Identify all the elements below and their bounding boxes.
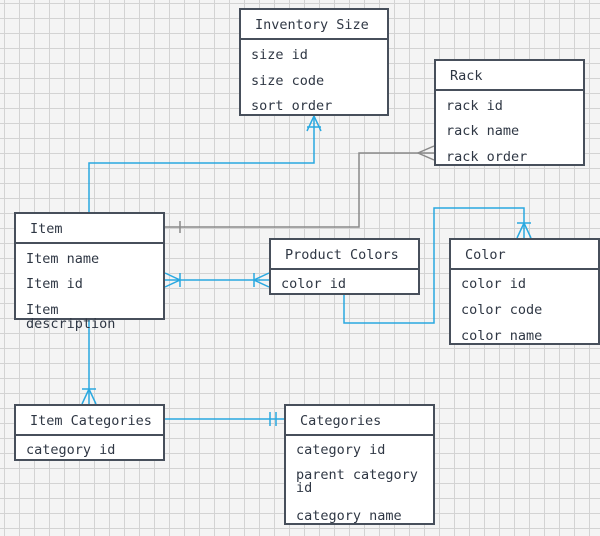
crowfoot-item-categories-end bbox=[81, 387, 97, 405]
attribute-sort-order: sort order bbox=[251, 98, 333, 114]
entity-color[interactable]: Color color id color code color name bbox=[449, 238, 600, 345]
attribute-color-id: color id bbox=[281, 276, 347, 292]
entity-categories[interactable]: Categories category id parent category i… bbox=[284, 404, 435, 525]
entity-item[interactable]: Item Item name Item id Item description bbox=[14, 212, 165, 331]
entity-title: Item bbox=[16, 214, 163, 244]
attribute-category-id: category id bbox=[26, 442, 116, 458]
connector-item-rack[interactable] bbox=[165, 152, 434, 228]
crowfoot-inventory-size-end bbox=[306, 114, 322, 132]
attribute-item-description: Item description bbox=[26, 302, 116, 332]
attribute-item-id: Item id bbox=[26, 276, 83, 292]
entity-title: Inventory Size bbox=[241, 10, 387, 40]
entity-rack[interactable]: Rack rack id rack name rack order bbox=[434, 59, 585, 166]
bars-categories-end bbox=[269, 412, 277, 426]
attribute-color-code: color code bbox=[461, 302, 543, 318]
entity-title: Rack bbox=[436, 61, 583, 91]
attribute-category-id: category id bbox=[296, 442, 386, 458]
attribute-color-id: color id bbox=[461, 276, 527, 292]
crowfoot-product-colors-end bbox=[252, 272, 270, 288]
attribute-color-name: color name bbox=[461, 328, 543, 344]
attribute-size-id: size id bbox=[251, 47, 308, 63]
attribute-parent-category-id: parent category id bbox=[296, 467, 418, 496]
attribute-category-name: category name bbox=[296, 508, 402, 524]
entity-title: Categories bbox=[286, 406, 433, 436]
crowfoot-color-end bbox=[516, 221, 532, 239]
attribute-size-code: size code bbox=[251, 73, 325, 89]
crowfoot-rack-end bbox=[416, 145, 435, 161]
entity-item-categories[interactable]: Item Categories category id bbox=[14, 404, 165, 461]
entity-product-colors[interactable]: Product Colors color id bbox=[269, 238, 420, 295]
entity-title: Color bbox=[451, 240, 598, 270]
attribute-rack-name: rack name bbox=[446, 123, 520, 139]
entity-title: Product Colors bbox=[271, 240, 418, 270]
connector-product-colors-color[interactable] bbox=[343, 207, 525, 324]
crowfoot-item-end bbox=[164, 272, 182, 288]
attribute-rack-id: rack id bbox=[446, 98, 503, 114]
entity-inventory-size[interactable]: Inventory Size size id size code sort or… bbox=[239, 8, 389, 116]
connector-item-inventory-size[interactable] bbox=[88, 116, 315, 212]
attribute-item-name: Item name bbox=[26, 251, 100, 267]
attribute-rack-order: rack order bbox=[446, 149, 528, 165]
entity-title: Item Categories bbox=[16, 406, 163, 436]
